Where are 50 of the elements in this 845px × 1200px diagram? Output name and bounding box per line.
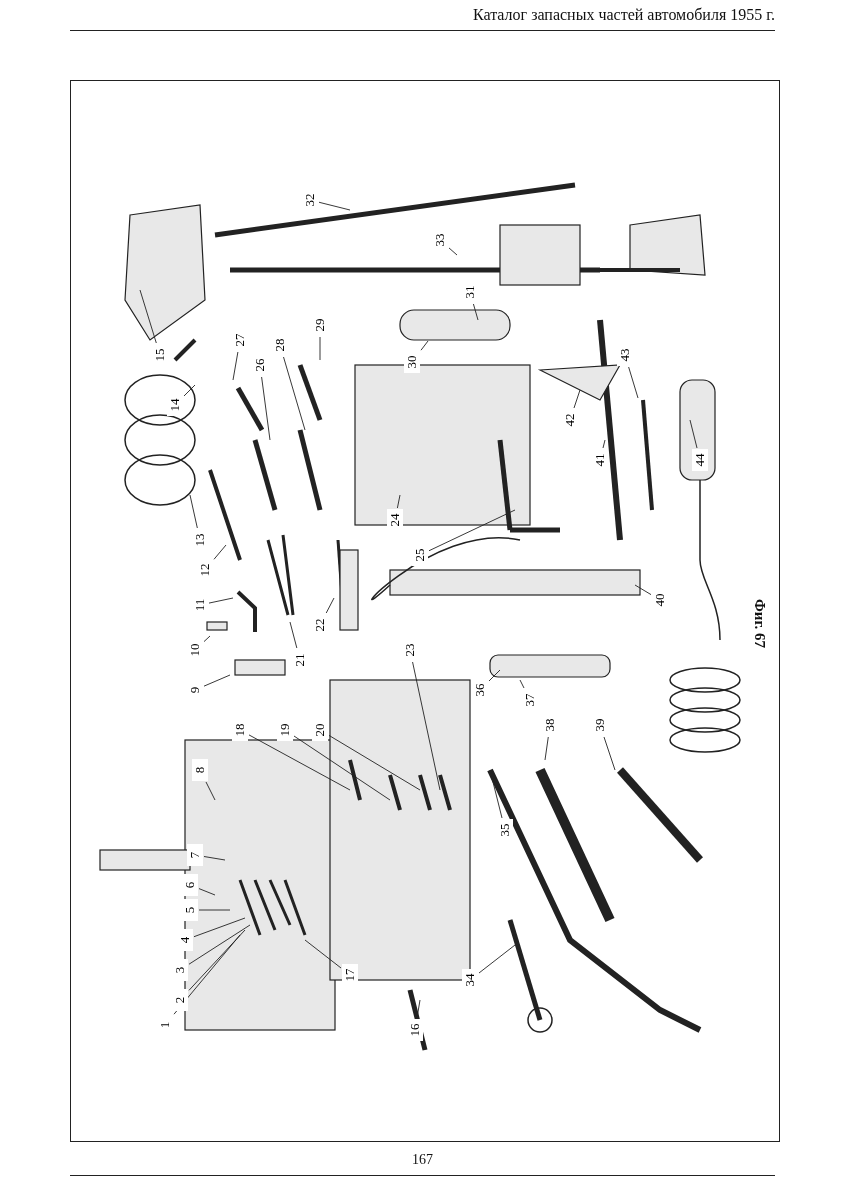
leader-line <box>603 736 616 771</box>
leader-line <box>232 351 239 381</box>
callout-number: 6 <box>182 874 198 896</box>
leader-line <box>573 389 581 409</box>
leader-line <box>473 303 479 321</box>
leader-line <box>420 340 429 351</box>
callout-number: 5 <box>182 899 198 921</box>
figure-label: Фиг. 67 <box>751 598 769 649</box>
leader-line <box>489 769 503 819</box>
leader-line <box>283 356 306 431</box>
leader-line <box>328 734 421 791</box>
leader-line <box>428 509 516 552</box>
leader-line <box>602 439 606 449</box>
leader-line <box>188 929 246 991</box>
leader-line <box>289 621 298 649</box>
leader-line <box>198 888 216 896</box>
leader-line <box>628 366 639 399</box>
leader-line <box>318 201 351 211</box>
leader-line <box>448 247 458 256</box>
leader-line <box>293 735 391 801</box>
leader-line <box>544 736 549 761</box>
leader-line <box>689 419 698 449</box>
leader-line <box>188 924 251 965</box>
leader-line <box>203 856 226 861</box>
leader-line <box>213 544 227 560</box>
callout-number: 8 <box>192 759 208 781</box>
leader-line <box>248 734 351 791</box>
leader-line <box>189 494 198 529</box>
leader-line <box>412 661 441 791</box>
leader-line <box>261 376 271 441</box>
leader-line <box>488 669 501 682</box>
leader-line <box>519 679 525 689</box>
leader-line <box>319 336 321 361</box>
leader-line <box>193 917 246 938</box>
leader-line <box>183 384 196 397</box>
leader-line <box>304 939 342 969</box>
leader-line <box>208 597 234 604</box>
callout-number: 7 <box>187 844 203 866</box>
leader-line <box>139 289 157 344</box>
leader-line <box>205 781 216 801</box>
leader-line <box>634 584 652 596</box>
leader-line <box>203 635 211 643</box>
page-number: 167 <box>411 1152 434 1168</box>
leader-line <box>478 944 516 974</box>
leader-line <box>325 597 335 614</box>
leader-line <box>203 674 231 687</box>
page-header: Каталог запасных частей автомобиля 1955 г. <box>473 6 775 24</box>
leader-line <box>396 494 401 509</box>
leader-line <box>198 909 231 911</box>
callout-number: 44 <box>692 449 708 471</box>
